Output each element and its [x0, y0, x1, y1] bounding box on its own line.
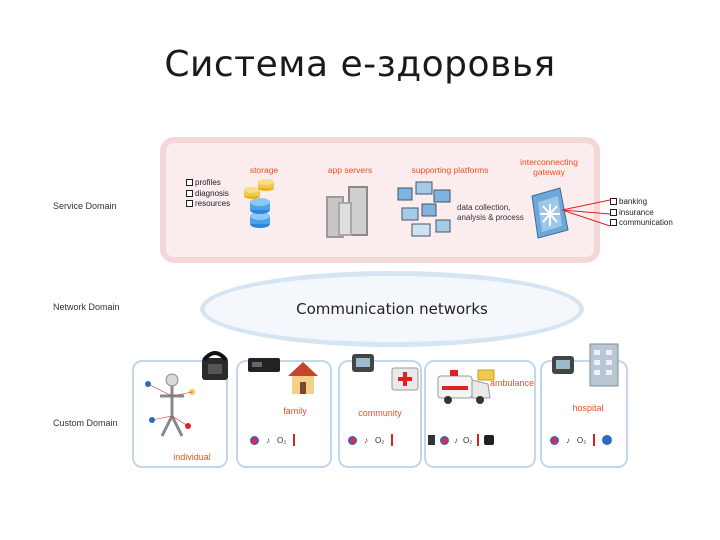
service-right-list: banking insurance communication — [610, 197, 673, 229]
list-item: communication — [610, 218, 673, 229]
data-collection-text: data collection, analysis & process — [457, 203, 524, 222]
list-item: insurance — [610, 208, 673, 219]
family-label: family — [283, 406, 307, 416]
device-icon — [428, 435, 435, 445]
stethoscope-icon: ♪ — [266, 435, 270, 445]
ambulance-sensors: ♪ O₂ — [428, 434, 495, 446]
server-icon — [326, 186, 368, 238]
list-item: resources — [186, 199, 230, 210]
camera-icon — [484, 435, 495, 445]
gateway-connector-lines — [562, 199, 611, 227]
oxygen-label: O₂ — [577, 435, 587, 445]
thermometer-icon — [593, 434, 596, 446]
service-left-list: profiles diagnosis resources — [186, 178, 230, 210]
sensor-icon — [348, 435, 357, 445]
stethoscope-icon: ♪ — [454, 435, 458, 445]
ambulance-label: ambulance — [490, 378, 535, 388]
storage-label: storage — [249, 165, 279, 175]
sensor-icon — [440, 435, 449, 445]
ambulance-icon — [437, 369, 495, 404]
community-sensors: ♪ O₂ — [348, 434, 394, 446]
gateway-icon — [531, 187, 569, 239]
hospital-building-icon — [589, 343, 619, 387]
medical-kit-icon — [391, 367, 419, 391]
service-domain-label: Service Domain — [53, 201, 117, 211]
list-item: diagnosis — [186, 189, 230, 200]
list-item: profiles — [186, 178, 230, 189]
monitor-icon — [552, 356, 574, 374]
hospital-label: hospital — [572, 403, 604, 413]
custom-domain-label: Custom Domain — [53, 418, 118, 428]
thermometer-icon — [391, 434, 394, 446]
service-domain-box — [160, 137, 600, 263]
oxygen-label: O₂ — [463, 435, 473, 445]
sensor-icon — [250, 435, 259, 445]
oxygen-label: O₂ — [375, 435, 385, 445]
oxygen-label: O₂ — [277, 435, 287, 445]
body-sensor-network-icon — [145, 373, 195, 437]
stethoscope-icon: ♪ — [566, 435, 570, 445]
storage-icon — [244, 179, 274, 228]
router-icon — [248, 358, 280, 372]
network-ellipse — [200, 271, 584, 347]
community-label: community — [358, 408, 402, 418]
page-title: Система е-здоровья — [164, 44, 556, 85]
supporting-platforms-label: supporting platforms — [411, 165, 489, 175]
sensor-icon — [550, 435, 559, 445]
thermometer-icon — [477, 434, 480, 446]
list-item: banking — [610, 197, 673, 208]
communication-networks-label: Communication networks — [296, 300, 488, 318]
monitor-icon — [352, 354, 374, 372]
gateway-label: interconnecting gateway — [520, 157, 578, 177]
house-icon — [288, 362, 318, 394]
phone-icon — [202, 351, 228, 380]
family-sensors: ♪ O₂ — [250, 434, 296, 446]
panel-family — [236, 360, 332, 468]
platforms-icon — [397, 181, 451, 237]
network-domain-label: Network Domain — [53, 302, 120, 312]
globe-icon — [602, 435, 613, 445]
stethoscope-icon: ♪ — [364, 435, 368, 445]
app-servers-label: app servers — [327, 165, 373, 175]
thermometer-icon — [293, 434, 296, 446]
hospital-sensors: ♪ O₂ — [550, 434, 613, 446]
individual-label: individual — [173, 452, 211, 462]
